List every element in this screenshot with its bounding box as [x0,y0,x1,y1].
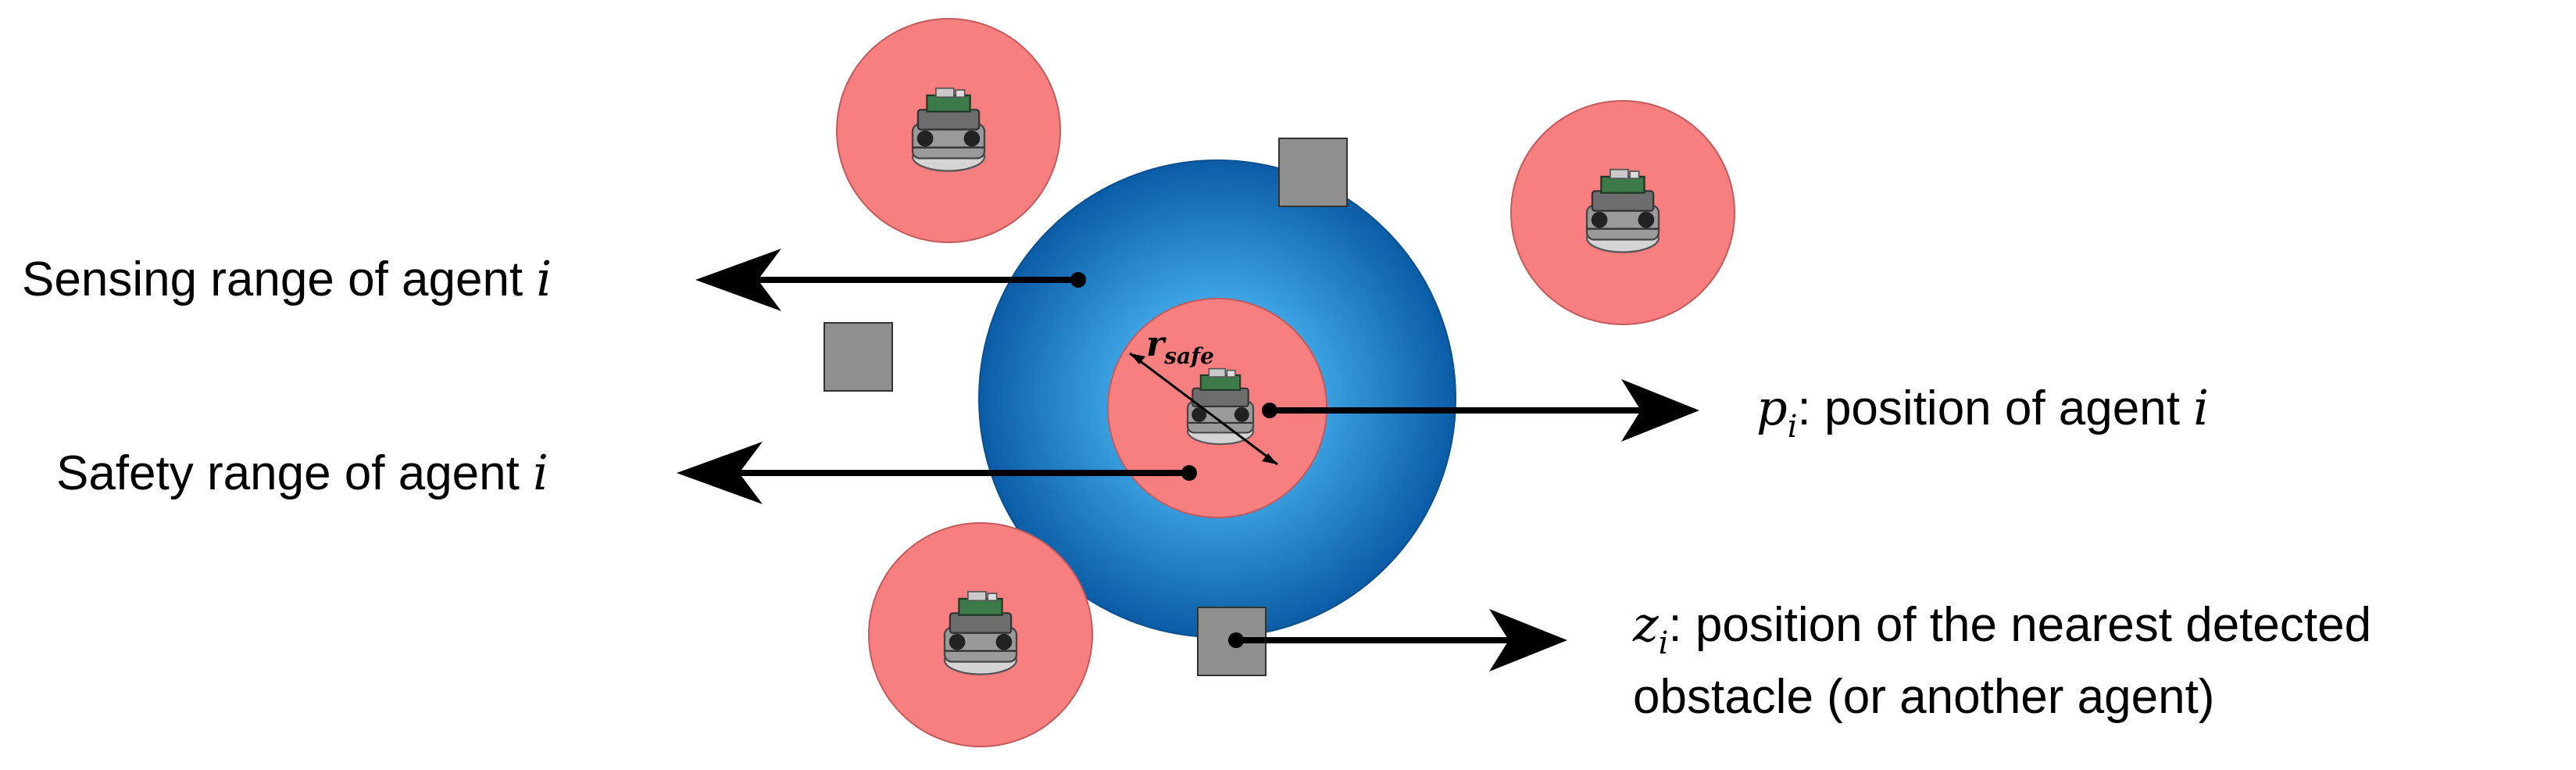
nearest-obstacle-label-line2: obstacle (or another agent) [1633,670,2214,724]
obstacle-square-top [1279,138,1347,206]
sensing-range-label: Sensing range of agent i [22,250,552,307]
neighbor-agent-right [1511,101,1735,324]
nearest-obstacle-label-line1: zi: position of the nearest detected [1632,596,2371,661]
safety-range-label: Safety range of agent i [56,444,548,501]
obstacle-square-left [824,323,892,391]
neighbor-agent-bottom-left [869,523,1092,747]
neighbor-agent-top-left [837,19,1060,242]
position-label: pi: position of agent i [1756,379,2209,445]
